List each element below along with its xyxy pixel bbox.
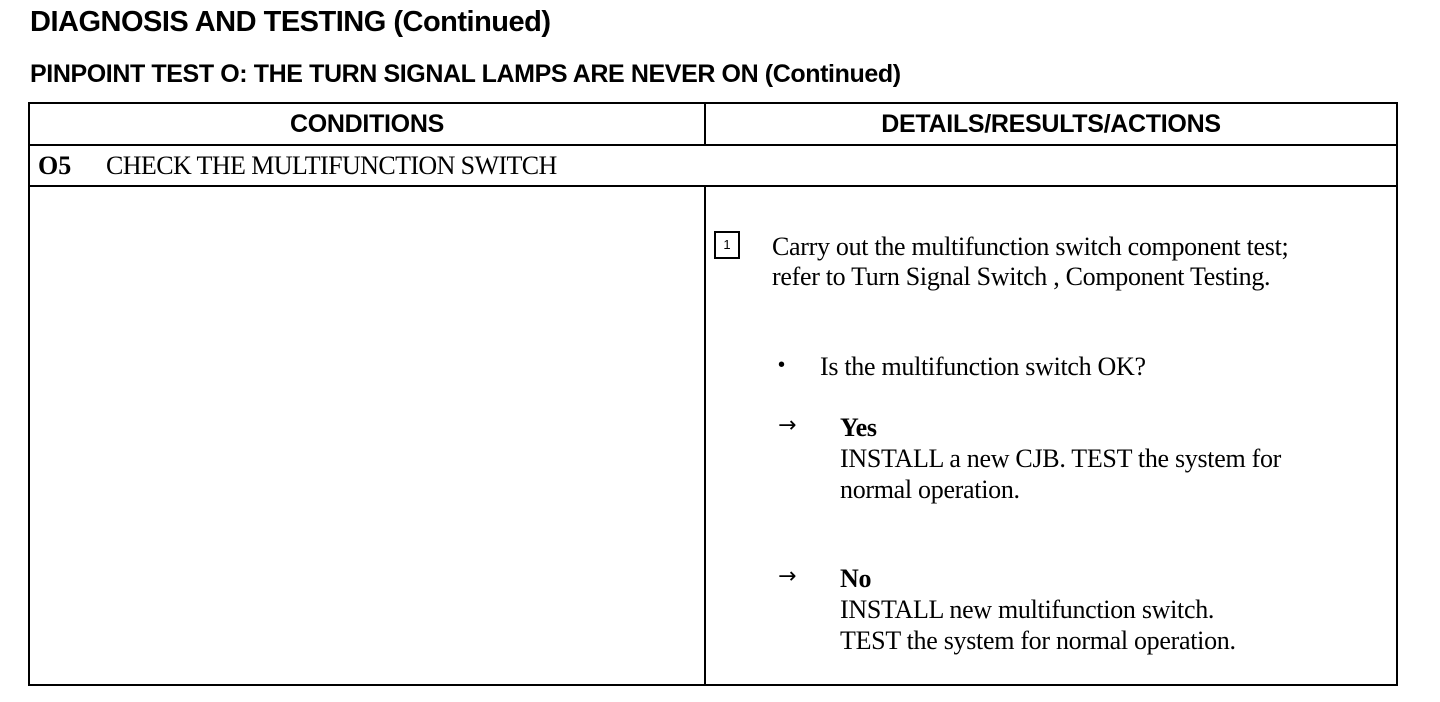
step-number: O5	[38, 151, 72, 180]
column-divider	[704, 187, 706, 684]
answer-line: TEST the system for normal operation.	[840, 626, 1236, 655]
substep-marker: 1	[714, 231, 740, 259]
bullet-icon: •	[778, 354, 786, 376]
question-text: Is the multifunction switch OK?	[820, 352, 1146, 381]
pinpoint-test-title: PINPOINT TEST O: THE TURN SIGNAL LAMPS A…	[30, 60, 901, 88]
arrow-right-icon: →	[778, 413, 797, 438]
answer-label-no: No	[840, 564, 872, 593]
instruction-line: refer to Turn Signal Switch , Component …	[772, 262, 1271, 291]
step-row: O5 CHECK THE MULTIFUNCTION SWITCH	[30, 146, 1396, 187]
answer-yes: Yes INSTALL a new CJB. TEST the system f…	[840, 412, 1281, 505]
substep-instruction: Carry out the multifunction switch compo…	[772, 232, 1289, 292]
answer-no: No INSTALL new multifunction switch. TES…	[840, 563, 1236, 656]
answer-line: INSTALL a new CJB. TEST the system for	[840, 444, 1281, 473]
answer-line: INSTALL new multifunction switch.	[840, 595, 1215, 624]
answer-label-yes: Yes	[840, 413, 877, 442]
answer-line: normal operation.	[840, 475, 1020, 504]
pinpoint-test-table: CONDITIONS DETAILS/RESULTS/ACTIONS O5 CH…	[28, 102, 1398, 686]
column-header-conditions: CONDITIONS	[290, 110, 444, 138]
instruction-line: Carry out the multifunction switch compo…	[772, 232, 1289, 261]
table-header-row: CONDITIONS DETAILS/RESULTS/ACTIONS	[30, 104, 1396, 146]
column-header-details: DETAILS/RESULTS/ACTIONS	[881, 110, 1221, 138]
arrow-right-icon: →	[778, 564, 797, 589]
page-title: DIAGNOSIS AND TESTING (Continued)	[30, 6, 551, 38]
column-divider	[704, 104, 706, 144]
step-title: CHECK THE MULTIFUNCTION SWITCH	[106, 151, 557, 180]
